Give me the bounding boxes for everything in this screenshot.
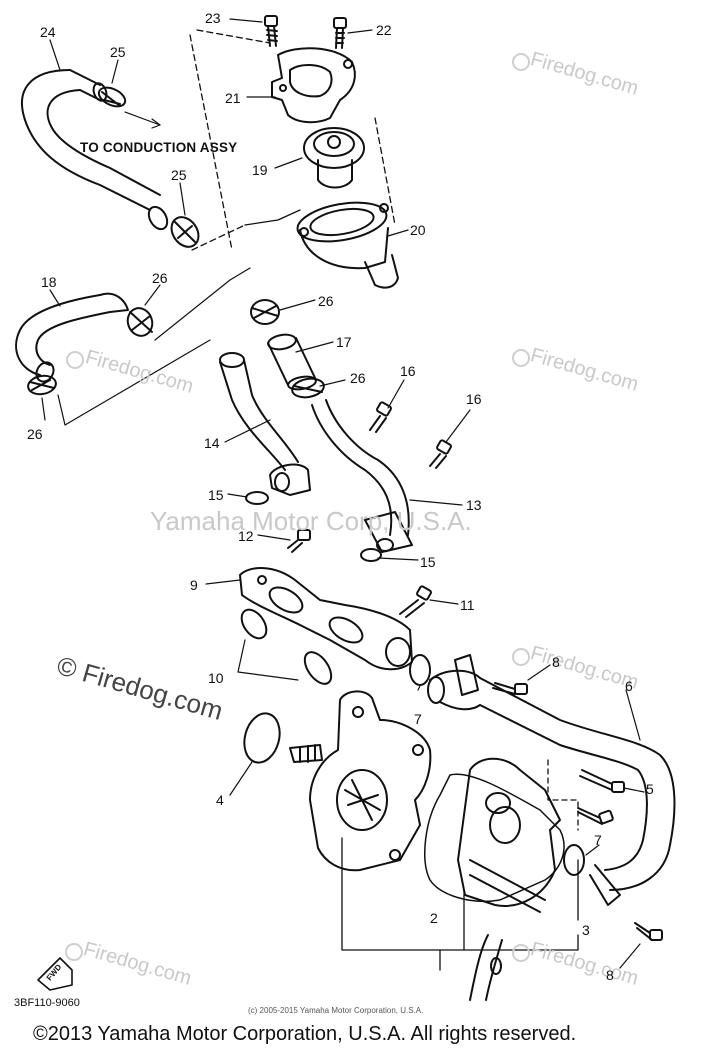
- diagram-code: 3BF110-9060: [14, 997, 80, 1009]
- callout-23: 23: [205, 10, 221, 26]
- thermostat-cover-21: [271, 47, 356, 124]
- clamp-25a: [97, 86, 127, 108]
- pipe-13: [311, 399, 413, 553]
- callout-4: 4: [216, 792, 224, 808]
- callout-13: 13: [466, 497, 482, 513]
- conduction-assy-note: TO CONDUCTION ASSY: [80, 140, 238, 155]
- callout-26a: 26: [152, 270, 168, 286]
- callout-20: 20: [410, 222, 426, 238]
- callout-15b: 15: [420, 554, 436, 570]
- oring-10b: [303, 651, 333, 685]
- pump-cover-3: [457, 757, 561, 913]
- callout-26d: 26: [350, 370, 366, 386]
- clamp-26d: [291, 377, 325, 399]
- clamp-25b: [170, 216, 200, 248]
- clamp-26c: [250, 299, 280, 325]
- callout-7b: 7: [594, 832, 602, 848]
- bolt-8a: [492, 682, 528, 695]
- thermostat-19: [303, 127, 365, 189]
- water-pipe-9: [239, 567, 413, 671]
- callout-3: 3: [582, 922, 590, 938]
- pipe-14: [219, 352, 311, 496]
- callout-5: 5: [646, 781, 654, 797]
- callout-26b: 26: [27, 426, 43, 442]
- oring-10a: [240, 608, 268, 640]
- callout-16a: 16: [400, 363, 416, 379]
- hose-lower: [469, 934, 503, 1001]
- callout-11: 11: [460, 597, 475, 613]
- fwd-arrow-icon: [37, 957, 73, 991]
- callout-9: 9: [190, 577, 198, 593]
- thermostat-housing-20: [296, 201, 399, 289]
- bolt-8b: [634, 922, 663, 941]
- callout-16b: 16: [466, 391, 482, 407]
- callout-8b: 8: [606, 967, 614, 983]
- fine-print: (c) 2005-2015 Yamaha Motor Corporation, …: [248, 1006, 424, 1015]
- callout-6: 6: [625, 678, 633, 694]
- callout-24: 24: [40, 24, 56, 40]
- hose-24: [21, 69, 169, 231]
- bolt-5b: [577, 807, 614, 825]
- watermark-yamaha: Yamaha Motor Corp, U.S.A.: [150, 506, 472, 536]
- callout-14: 14: [204, 435, 220, 451]
- callout-2: 2: [430, 910, 438, 926]
- oring-7b: [563, 844, 585, 876]
- oring-7a: [409, 654, 431, 686]
- oring-15a: [245, 491, 269, 505]
- callout-10: 10: [208, 670, 224, 686]
- pipe-6: [427, 654, 676, 906]
- oring-4: [243, 712, 281, 764]
- bolt-23: [264, 15, 278, 47]
- callout-21: 21: [225, 90, 241, 106]
- hose-18: [15, 292, 129, 383]
- callout-19: 19: [252, 162, 268, 178]
- callout-25: 25: [110, 44, 126, 60]
- callout-12: 12: [238, 528, 254, 544]
- gasket: [424, 773, 565, 902]
- bolt-12: [287, 529, 311, 553]
- pipe-17: [267, 333, 317, 391]
- callout-22: 22: [376, 22, 392, 38]
- callout-25b: 25: [171, 167, 187, 183]
- copyright-footer: ©2013 Yamaha Motor Corporation, U.S.A. A…: [33, 1023, 577, 1045]
- bolt-16b: [429, 439, 452, 469]
- bolt-22: [333, 17, 347, 49]
- clamp-26a: [126, 307, 154, 337]
- callout-7a: 7: [414, 711, 422, 727]
- callout-15a: 15: [208, 487, 224, 503]
- bolt-11: [399, 585, 432, 618]
- callout-26c: 26: [318, 293, 334, 309]
- bolt-16a: [369, 401, 392, 433]
- callout-8a: 8: [552, 654, 560, 670]
- water-pump-housing: [289, 690, 432, 872]
- clamp-26b: [27, 374, 57, 396]
- oring-15b: [360, 548, 382, 562]
- callout-17: 17: [336, 334, 352, 350]
- callout-18: 18: [41, 274, 57, 290]
- bolt-5: [579, 769, 625, 793]
